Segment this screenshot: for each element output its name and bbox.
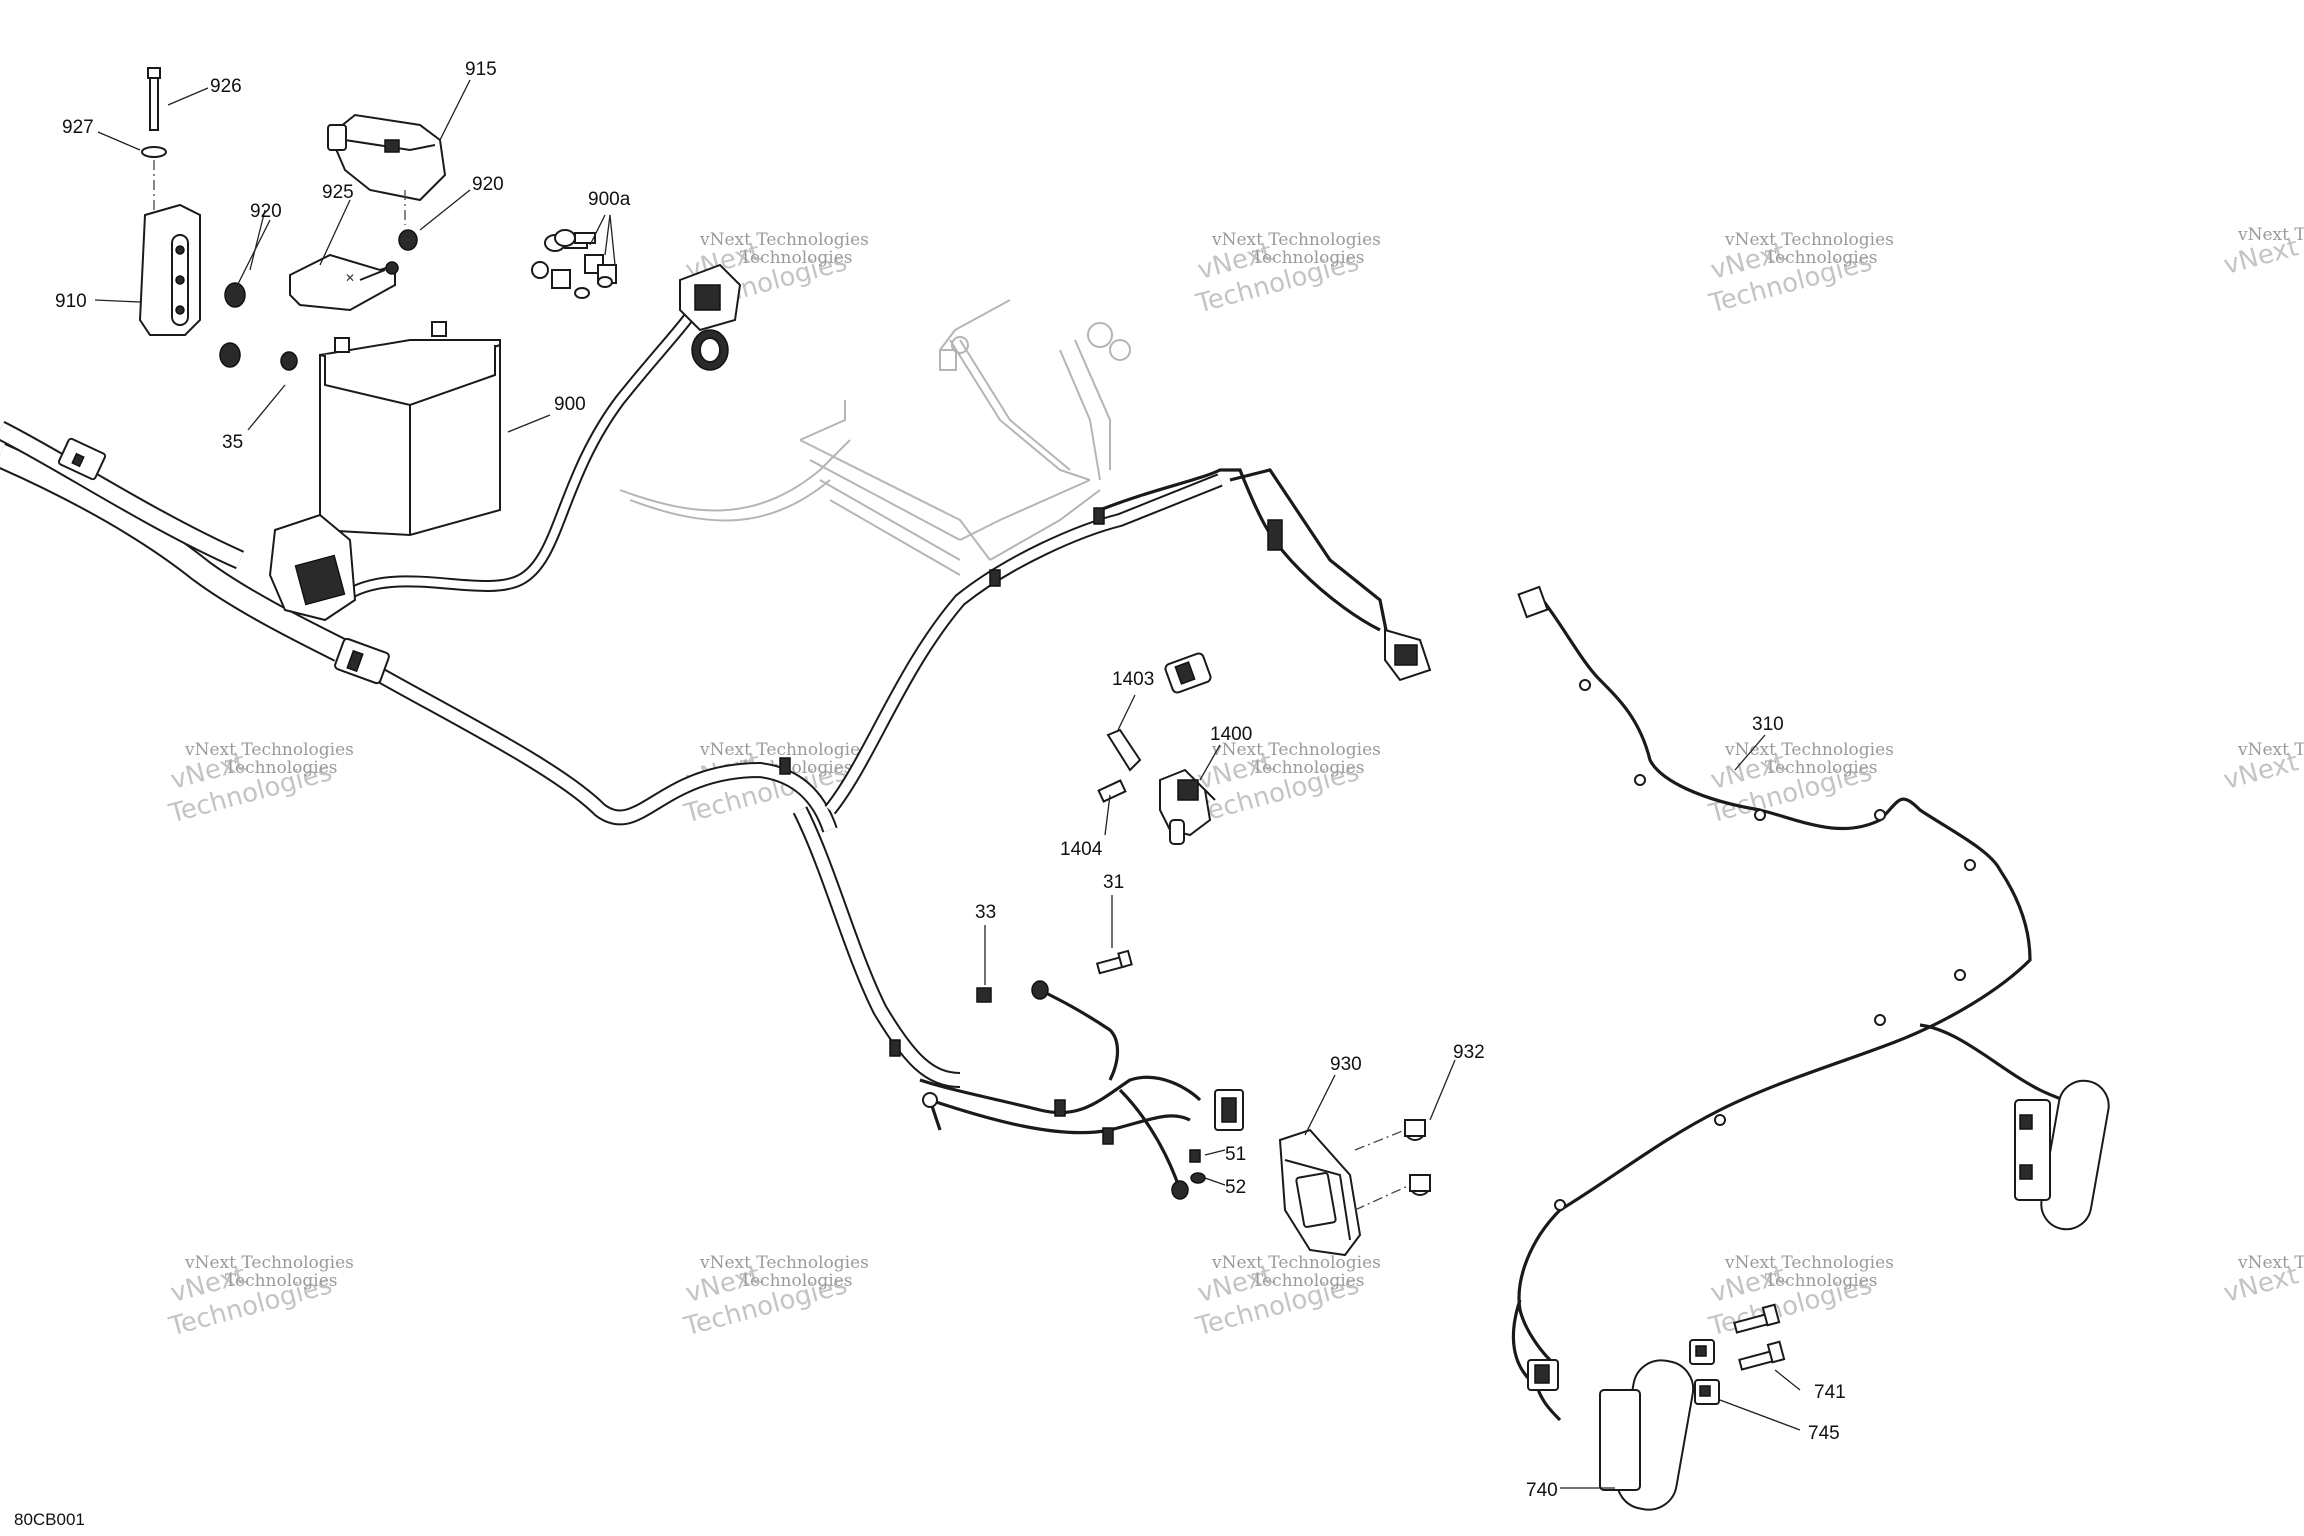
svg-text:Technologies: Technologies [740, 1271, 853, 1291]
callout-920-a: 920 [250, 201, 282, 222]
battery-bracket-910 [138, 67, 246, 368]
svg-text:Technologies: Technologies [1252, 248, 1365, 268]
callout-926: 926 [210, 76, 242, 97]
callout-33: 33 [975, 902, 996, 923]
svg-text:vNext Technologies: vNext Technologies [1724, 230, 1894, 250]
callout-900a: 900a [588, 189, 631, 210]
diagram-code: 80CB001 [14, 1510, 85, 1529]
callout-927: 927 [62, 117, 94, 138]
svg-text:Technologies: Technologies [1252, 758, 1365, 778]
callout-745: 745 [1808, 1423, 1840, 1444]
leader-lines [94, 79, 1801, 1489]
terminal-hardware-900a [531, 229, 617, 299]
harness-connectors [57, 263, 1432, 1200]
watermark-text: vNext Technologies [699, 230, 869, 250]
callout-1400: 1400 [1210, 724, 1252, 745]
callout-930: 930 [1330, 1054, 1362, 1075]
main-harness [0, 297, 1392, 1191]
terminal-cover-925: ✕ [289, 253, 399, 312]
ghost-chassis-frame [619, 299, 1131, 576]
callout-1403: 1403 [1112, 669, 1154, 690]
fasteners-31-33 [976, 949, 1133, 1003]
callout-932: 932 [1453, 1042, 1485, 1063]
callout-1404: 1404 [1060, 839, 1103, 860]
callout-741: 741 [1814, 1382, 1846, 1403]
svg-text:✕: ✕ [345, 271, 355, 285]
svg-text:vNext Technologies: vNext Technologies [1211, 230, 1381, 250]
callout-915: 915 [465, 59, 497, 80]
callout-31: 31 [1103, 872, 1124, 893]
svg-text:vNext Technologies: vNext Technologies [699, 740, 869, 760]
callout-925: 925 [322, 182, 354, 203]
module-930 [1189, 1119, 1431, 1257]
svg-text:Technologies: Technologies [225, 758, 338, 778]
callout-740: 740 [1526, 1480, 1558, 1501]
tail-lamp-upper [2014, 1079, 2110, 1231]
svg-text:vNext Technologies: vNext Technologies [184, 1253, 354, 1273]
callout-51: 51 [1225, 1144, 1246, 1165]
svg-text:Technologies: Technologies [1252, 1271, 1365, 1291]
svg-text:vNext Technologies: vNext Technologies [1724, 740, 1894, 760]
callout-52: 52 [1225, 1177, 1246, 1198]
svg-text:Technologies: Technologies [225, 1271, 338, 1291]
callout-35: 35 [222, 432, 243, 453]
svg-text:Technologies: Technologies [740, 248, 853, 268]
svg-text:vNext Technologies: vNext Technologies [184, 740, 354, 760]
svg-text:vNext Technologies: vNext Technologies [2237, 225, 2304, 245]
svg-text:vNext Technologies: vNext Technologies [1211, 740, 1381, 760]
svg-text:Technologies: Technologies [1765, 758, 1878, 778]
callout-920-b: 920 [472, 174, 504, 195]
callout-310: 310 [1752, 714, 1784, 735]
right-harness-310 [1511, 585, 2082, 1422]
callout-900: 900 [554, 394, 586, 415]
svg-text:vNext Technologies: vNext Technologies [699, 1253, 869, 1273]
lamp-fasteners-741-745 [1689, 1303, 1786, 1405]
svg-text:Technologies: Technologies [1765, 1271, 1878, 1291]
callout-910: 910 [55, 291, 87, 312]
svg-text:Technologies: Technologies [1765, 248, 1878, 268]
tail-lamp-740 [1527, 1359, 1695, 1511]
svg-text:vNext Technologies: vNext Technologies [1724, 1253, 1894, 1273]
svg-text:vNext Technologies: vNext Technologies [1211, 1253, 1381, 1273]
callouts: 926 927 915 920 920 925 900a 910 900 35 … [55, 59, 1846, 1501]
sensor-1400 [1097, 728, 1216, 845]
svg-text:vNext Technologies: vNext Technologies [2237, 1253, 2304, 1273]
battery-holddown-915 [327, 113, 447, 251]
battery-900 [280, 321, 501, 537]
svg-text:vNext Technologies: vNext Technologies [2237, 740, 2304, 760]
